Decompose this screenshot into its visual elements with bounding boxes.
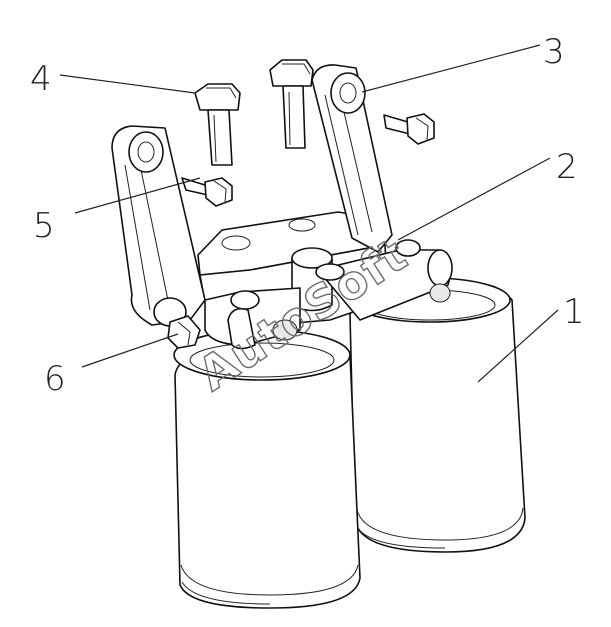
bolt-5 xyxy=(181,177,233,207)
filter-canister-right xyxy=(349,277,526,553)
bolt-center xyxy=(269,59,314,149)
callout-5: 5 xyxy=(33,206,55,246)
bolt-right xyxy=(383,113,435,145)
callout-2: 2 xyxy=(556,147,578,187)
leader-line-2 xyxy=(397,157,551,241)
support-arm-right xyxy=(311,64,393,253)
leader-line-3 xyxy=(361,44,541,93)
leader-line-5 xyxy=(74,177,201,214)
callout-3: 3 xyxy=(543,32,565,72)
filter-canister-left xyxy=(173,329,361,609)
filter-head-bracket xyxy=(197,211,453,350)
leader-line-1 xyxy=(477,309,559,383)
callout-4: 4 xyxy=(30,59,52,99)
callout-6: 6 xyxy=(44,359,66,399)
leader-lines xyxy=(59,44,559,383)
leader-line-6 xyxy=(81,333,179,368)
bolt-4 xyxy=(194,83,241,166)
callout-1: 1 xyxy=(563,292,585,332)
support-arm-left xyxy=(111,125,206,349)
leader-line-4 xyxy=(59,74,196,94)
